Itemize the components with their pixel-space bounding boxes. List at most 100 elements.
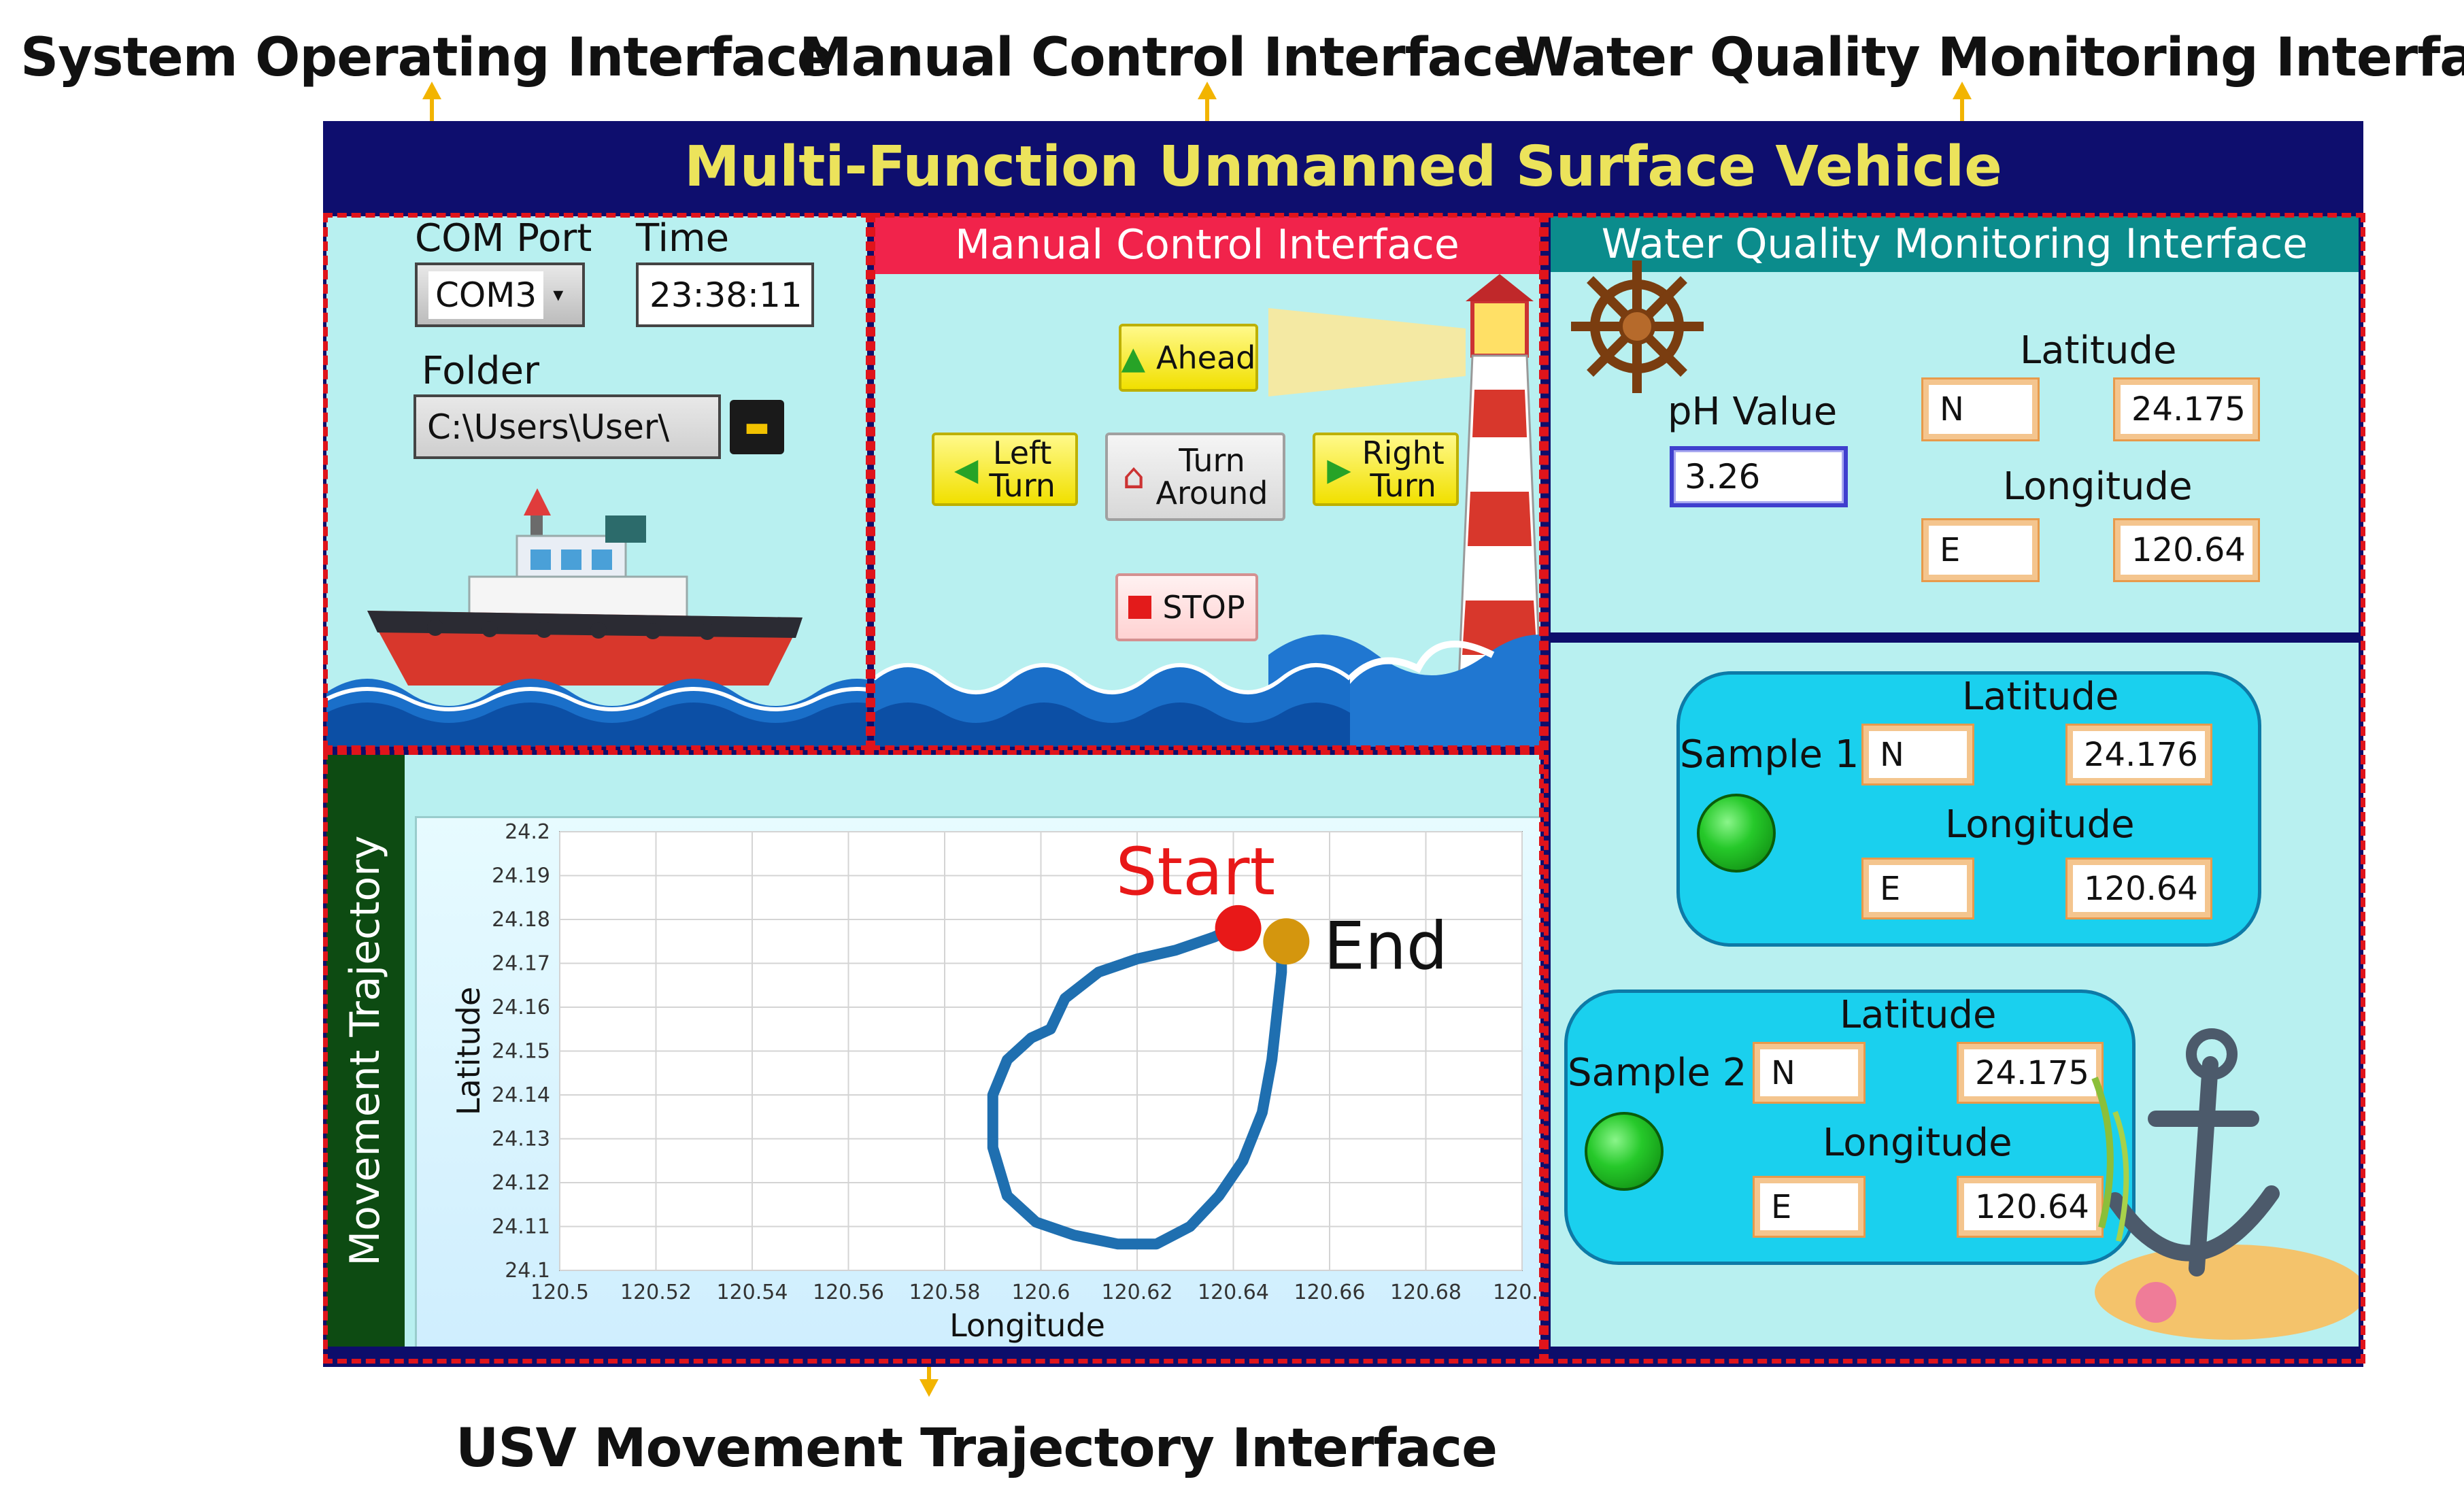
trajectory-line [987, 922, 1287, 1250]
x-tick-label: 120.54 [717, 1281, 788, 1304]
longitude-label: Longitude [2003, 464, 2193, 509]
x-tick-label: 120.6 [1012, 1281, 1070, 1304]
lighthouse-illustration [1268, 274, 1540, 747]
ship-wheel-icon [1571, 260, 1704, 393]
y-tick-label: 24.13 [492, 1128, 550, 1151]
sample-2-latitude-label: Latitude [1840, 993, 1997, 1037]
samples-panel: Sample 1 Latitude N 24.176 Longitude E 1… [1551, 643, 2359, 1347]
stop-label: STOP [1162, 588, 1245, 626]
y-tick-label: 24.17 [492, 952, 550, 976]
x-tick-label: 120.62 [1102, 1281, 1173, 1304]
x-tick-label: 120.7 [1493, 1281, 1540, 1304]
callout-trajectory: USV Movement Trajectory Interface [456, 1418, 1498, 1479]
app-title: Multi-Function Unmanned Surface Vehicle [323, 121, 2363, 213]
sample-2-latitude-value: 24.175 [1959, 1044, 2102, 1102]
com-port-value: COM3 [428, 271, 544, 319]
callout-arrow-water [1953, 82, 1972, 99]
sample-2-status-led [1585, 1112, 1664, 1191]
browse-folder-button[interactable]: ▬ [730, 400, 784, 454]
ph-value-display: 3.26 [1670, 446, 1848, 507]
latitude-value: 24.175 [2115, 379, 2258, 439]
y-tick-label: 24.2 [505, 820, 550, 844]
folder-label: Folder [422, 349, 540, 393]
x-tick-label: 120.58 [909, 1281, 981, 1304]
anchor-illustration [2091, 1028, 2359, 1340]
sample-1-status-led [1697, 794, 1776, 873]
ph-value-label: pH Value [1668, 390, 1838, 434]
stop-icon [1128, 596, 1152, 619]
callout-manual-control: Manual Control Interface [799, 27, 1529, 88]
time-label: Time [636, 216, 730, 260]
water-quality-panel: Water Quality Monitoring Interface pH Va… [1551, 216, 2359, 632]
com-port-label: COM Port [415, 216, 592, 260]
y-axis-label: Latitude [450, 987, 487, 1115]
y-tick-label: 24.12 [492, 1171, 550, 1195]
sample-1-longitude-value: 120.64 [2068, 860, 2210, 917]
system-operating-panel: COM Port Time COM3 ▾ 23:38:11 Folder C:\… [326, 216, 867, 747]
trajectory-side-label: Movement Trajectory [341, 835, 389, 1266]
y-tick-label: 24.16 [492, 996, 550, 1019]
water-quality-header: Water Quality Monitoring Interface [1551, 216, 2359, 272]
callout-system-operating: System Operating Interface [20, 27, 833, 88]
start-label: Start [1116, 834, 1276, 910]
sample-1-latitude-direction: N [1863, 726, 1972, 783]
sample-1-longitude-label: Longitude [1945, 802, 2135, 847]
arrow-right-icon: ▶ [1327, 450, 1351, 488]
trajectory-side-tab: Movement Trajectory [326, 755, 405, 1347]
sample-2-longitude-value: 120.64 [1959, 1178, 2102, 1236]
manual-control-header: Manual Control Interface [874, 216, 1540, 274]
end-marker [1263, 918, 1310, 965]
sample-1-label: Sample 1 [1680, 732, 1859, 777]
stop-button[interactable]: STOP [1115, 573, 1258, 641]
sample-2-latitude-direction: N [1755, 1044, 1863, 1102]
y-tick-label: 24.19 [492, 864, 550, 888]
ahead-label: Ahead [1156, 339, 1256, 376]
waves-illustration [874, 663, 1351, 747]
ahead-button[interactable]: ▲ Ahead [1119, 324, 1258, 392]
latitude-direction: N [1923, 379, 2038, 439]
callout-arrow-trajectory [919, 1379, 939, 1397]
folder-path-input[interactable]: C:\Users\User\ [414, 394, 721, 459]
callout-water-quality: Water Quality Monitoring Interface [1515, 27, 2464, 88]
callout-arrow-system [422, 82, 441, 99]
x-axis-label: Longitude [949, 1307, 1105, 1344]
x-tick-label: 120.68 [1390, 1281, 1462, 1304]
com-port-select[interactable]: COM3 ▾ [415, 263, 585, 327]
sample-2-longitude-label: Longitude [1823, 1121, 2012, 1165]
x-tick-label: 120.64 [1198, 1281, 1269, 1304]
latitude-label: Latitude [2020, 328, 2177, 373]
arrow-left-icon: ◀ [954, 450, 979, 488]
dropdown-icon[interactable]: ▾ [553, 283, 564, 307]
callout-arrow-manual [1198, 82, 1217, 99]
sample-2-card: Sample 2 Latitude N 24.175 Longitude E 1… [1564, 990, 2136, 1265]
sample-2-longitude-direction: E [1755, 1178, 1863, 1236]
sample-1-latitude-value: 24.176 [2068, 726, 2210, 783]
sample-1-longitude-direction: E [1863, 860, 1972, 917]
y-tick-label: 24.1 [505, 1259, 550, 1283]
home-icon: ⌂ [1122, 456, 1145, 497]
longitude-direction: E [1923, 520, 2038, 580]
end-label: End [1323, 908, 1447, 984]
y-tick-label: 24.15 [492, 1040, 550, 1064]
sample-1-card: Sample 1 Latitude N 24.176 Longitude E 1… [1676, 671, 2261, 947]
x-tick-label: 120.56 [813, 1281, 884, 1304]
y-tick-label: 24.18 [492, 908, 550, 932]
folder-icon: ▬ [744, 411, 770, 443]
sample-2-label: Sample 2 [1568, 1051, 1747, 1095]
x-tick-label: 120.52 [620, 1281, 692, 1304]
time-display: 23:38:11 [636, 263, 814, 327]
y-tick-label: 24.14 [492, 1083, 550, 1107]
start-marker [1215, 904, 1262, 951]
longitude-value: 120.64 [2115, 520, 2258, 580]
x-tick-label: 120.66 [1294, 1281, 1366, 1304]
